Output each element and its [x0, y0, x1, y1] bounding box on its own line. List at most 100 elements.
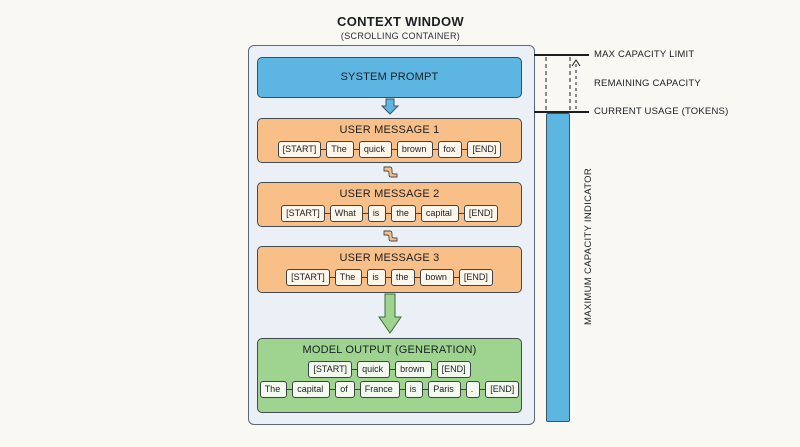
- token-text: is: [372, 272, 379, 282]
- token-connector: [399, 389, 405, 390]
- token-chip: [START]: [277, 141, 322, 158]
- s-connector-icon: [383, 166, 398, 178]
- token-text: fox: [443, 144, 456, 154]
- capacity-usage-bar: [546, 113, 570, 422]
- token-chip: [END]: [485, 381, 520, 398]
- token-connector: [324, 213, 330, 214]
- token-connector: [458, 213, 464, 214]
- token-connector: [354, 389, 360, 390]
- token-text: The: [264, 384, 281, 394]
- token-text: [START]: [313, 364, 348, 374]
- token-id-mark: ˈ: [412, 205, 414, 211]
- token-text: brown: [400, 364, 425, 374]
- token-text: the: [396, 208, 409, 218]
- token-id-mark: ˈ: [326, 381, 329, 387]
- token-text: capital: [297, 384, 324, 394]
- token-item: [START]: [281, 205, 325, 222]
- token-text: brown: [401, 144, 427, 154]
- remaining-capacity-label: REMAINING CAPACITY: [594, 78, 701, 89]
- token-text: The: [339, 272, 356, 282]
- token-text: is: [409, 384, 417, 394]
- model-output-label: MODEL OUTPUT (GENERATION): [302, 344, 477, 356]
- token-connector: [329, 277, 335, 278]
- token-text: capital: [425, 208, 452, 218]
- token-text: [END]: [468, 208, 493, 218]
- token-id-mark: ˈ: [457, 381, 459, 387]
- token-item: [START]: [277, 141, 322, 158]
- token-connector: [460, 389, 466, 390]
- token-connector: [462, 149, 468, 150]
- token-id-mark: ˈ: [396, 381, 398, 387]
- token-id-mark: ˈ: [455, 205, 457, 211]
- token-connector: [390, 369, 396, 370]
- capacity-indicator-label: MAXIMUM CAPACITY INDICATOR: [583, 168, 594, 325]
- remaining-capacity-bracket: [545, 57, 581, 111]
- token-chip: [END]: [436, 361, 471, 378]
- token-connector: [385, 277, 391, 278]
- down-arrow-icon: [380, 98, 400, 115]
- token-text: quick: [362, 364, 384, 374]
- token-id-mark: ˈ: [419, 381, 422, 387]
- token-text: [START]: [286, 208, 320, 218]
- token-id-mark: ˈ: [382, 269, 384, 275]
- system-prompt-box: SYSTEM PROMPT: [257, 57, 522, 98]
- token-item: .ˈ: [460, 381, 481, 398]
- token-text: .: [470, 384, 474, 394]
- token-id-mark: ˈ: [358, 269, 361, 275]
- max-capacity-label: MAX CAPACITY LIMIT: [594, 49, 695, 60]
- token-connector: [433, 149, 439, 150]
- token-text: [END]: [441, 364, 466, 374]
- token-connector: [362, 277, 368, 278]
- token-text: [END]: [472, 144, 497, 154]
- token-text: [END]: [463, 272, 488, 282]
- current-usage-label: CURRENT USAGE (TOKENS): [594, 106, 729, 117]
- token-text: [START]: [291, 272, 325, 282]
- token-item: [START]: [286, 269, 330, 286]
- token-id-mark: ˈ: [427, 361, 430, 367]
- token-text: Paris: [433, 384, 454, 394]
- token-text: The: [331, 144, 347, 154]
- token-id-mark: ˈ: [382, 205, 385, 211]
- token-connector: [391, 149, 397, 150]
- token-id-mark: ˈ: [359, 205, 361, 211]
- token-text: bown: [425, 272, 447, 282]
- system-prompt-label: SYSTEM PROMPT: [340, 71, 439, 83]
- token-chip: [END]: [458, 269, 493, 286]
- user-message-1-label: USER MESSAGE 1: [339, 124, 440, 136]
- token-id-mark: ˈ: [351, 381, 353, 387]
- token-id-mark: ˈ: [388, 141, 390, 147]
- token-connector: [480, 389, 486, 390]
- token-item: [END]: [431, 361, 471, 378]
